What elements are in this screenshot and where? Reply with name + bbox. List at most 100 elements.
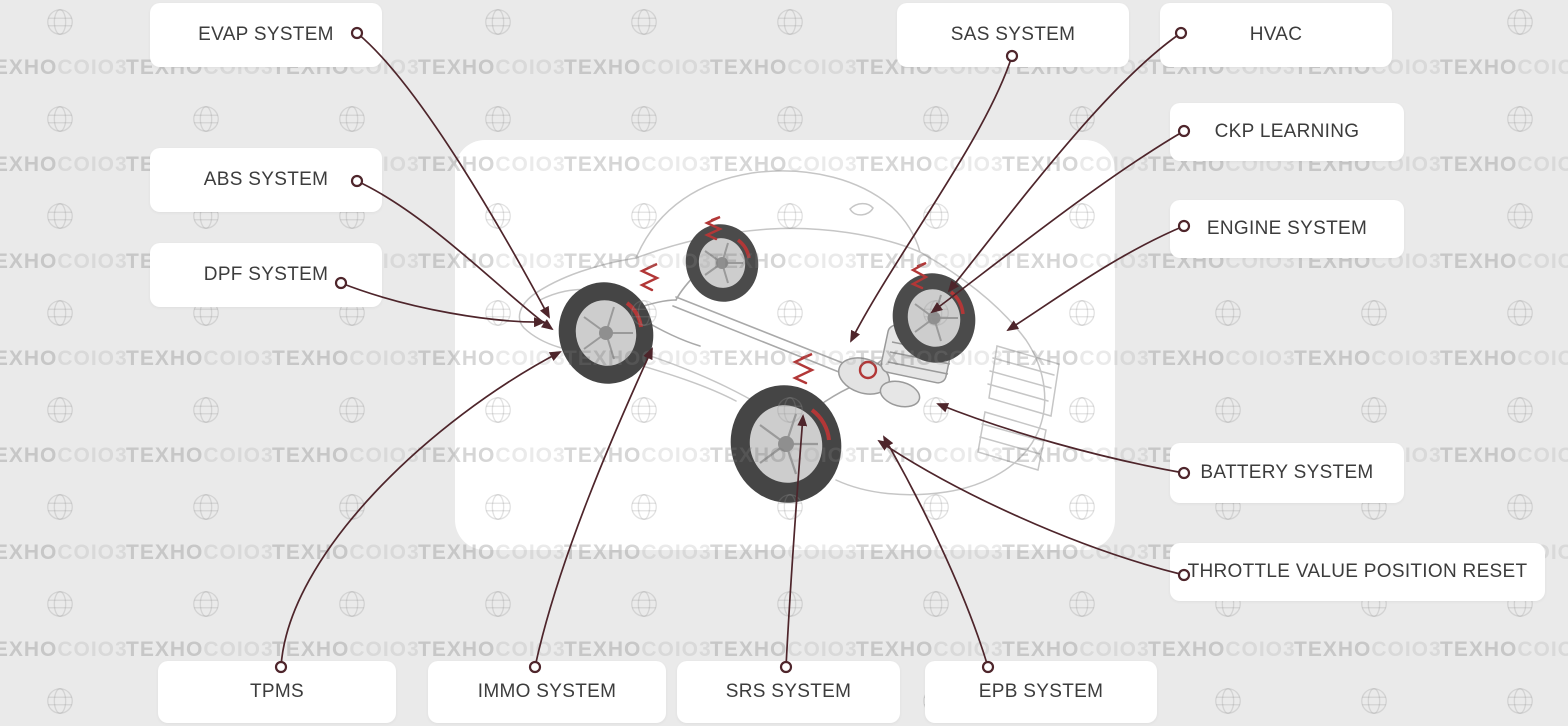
watermark-globe-icon: [44, 491, 76, 523]
watermark-globe-icon: [336, 491, 368, 523]
label-text: ENGINE SYSTEM: [1206, 218, 1368, 239]
label-text: BATTERY SYSTEM: [1200, 462, 1374, 483]
system-label-engine[interactable]: ENGINE SYSTEM: [1170, 200, 1404, 258]
watermark-globe-icon: [44, 200, 76, 232]
system-label-epb[interactable]: EPB SYSTEM: [925, 661, 1157, 723]
watermark-globe-icon: [482, 103, 514, 135]
label-text: DPF SYSTEM: [203, 264, 329, 285]
system-label-sas[interactable]: SAS SYSTEM: [897, 3, 1129, 67]
label-text: EVAP SYSTEM: [198, 24, 334, 45]
watermark-globe-icon: [44, 297, 76, 329]
watermark-globe-icon: [1504, 6, 1536, 38]
watermark-globe-icon: [1066, 588, 1098, 620]
label-text: SRS SYSTEM: [725, 681, 852, 702]
label-text: ABS SYSTEM: [203, 169, 329, 190]
label-text: EPB SYSTEM: [978, 681, 1104, 702]
watermark-globe-icon: [1504, 200, 1536, 232]
watermark-globe-icon: [190, 103, 222, 135]
watermark-globe-icon: [628, 103, 660, 135]
system-label-throttle[interactable]: THROTTLE VALUE POSITION RESET: [1170, 543, 1545, 601]
watermark-globe-icon: [190, 491, 222, 523]
watermark-globe-icon: [774, 6, 806, 38]
watermark-globe-icon: [1504, 103, 1536, 135]
label-text: THROTTLE VALUE POSITION RESET: [1187, 561, 1528, 582]
watermark-globe-icon: [190, 394, 222, 426]
label-text: TPMS: [250, 681, 304, 702]
watermark-globe-icon: [1358, 394, 1390, 426]
system-label-evap[interactable]: EVAP SYSTEM: [150, 3, 382, 67]
label-text: HVAC: [1249, 24, 1303, 45]
watermark-globe-icon: [774, 588, 806, 620]
watermark-globe-icon: [190, 588, 222, 620]
watermark-globe-icon: [1212, 297, 1244, 329]
system-label-abs[interactable]: ABS SYSTEM: [150, 148, 382, 212]
watermark-globe-icon: [44, 103, 76, 135]
system-label-battery[interactable]: BATTERY SYSTEM: [1170, 443, 1404, 503]
watermark-globe-icon: [920, 588, 952, 620]
system-label-ckp[interactable]: CKP LEARNING: [1170, 103, 1404, 161]
watermark-globe-icon: [482, 588, 514, 620]
label-text: IMMO SYSTEM: [477, 681, 617, 702]
watermark-globe-icon: [44, 685, 76, 717]
watermark-globe-icon: [1504, 394, 1536, 426]
label-text: CKP LEARNING: [1214, 121, 1360, 142]
watermark-globe-icon: [1358, 685, 1390, 717]
label-text: SAS SYSTEM: [950, 24, 1076, 45]
system-label-immo[interactable]: IMMO SYSTEM: [428, 661, 666, 723]
watermark-globe-icon: [628, 6, 660, 38]
watermark-globe-icon: [44, 588, 76, 620]
watermark-globe-icon: [1212, 685, 1244, 717]
system-label-srs[interactable]: SRS SYSTEM: [677, 661, 900, 723]
watermark-globe-icon: [482, 6, 514, 38]
watermark-globe-icon: [1504, 297, 1536, 329]
watermark-globe-icon: [920, 103, 952, 135]
system-label-tpms[interactable]: TPMS: [158, 661, 396, 723]
watermark-globe-icon: [1504, 685, 1536, 717]
watermark-globe-icon: [628, 588, 660, 620]
watermark-globe-icon: [336, 103, 368, 135]
watermark-globe-icon: [44, 394, 76, 426]
watermark-globe-icon: [1504, 491, 1536, 523]
watermark-globe-icon: [1358, 297, 1390, 329]
watermark-globe-icon: [1212, 394, 1244, 426]
car-illustration-panel: [455, 140, 1115, 550]
watermark-globe-icon: [1066, 103, 1098, 135]
watermark-globe-icon: [336, 588, 368, 620]
system-label-hvac[interactable]: HVAC: [1160, 3, 1392, 67]
system-label-dpf[interactable]: DPF SYSTEM: [150, 243, 382, 307]
watermark-globe-icon: [44, 6, 76, 38]
watermark-globe-icon: [774, 103, 806, 135]
